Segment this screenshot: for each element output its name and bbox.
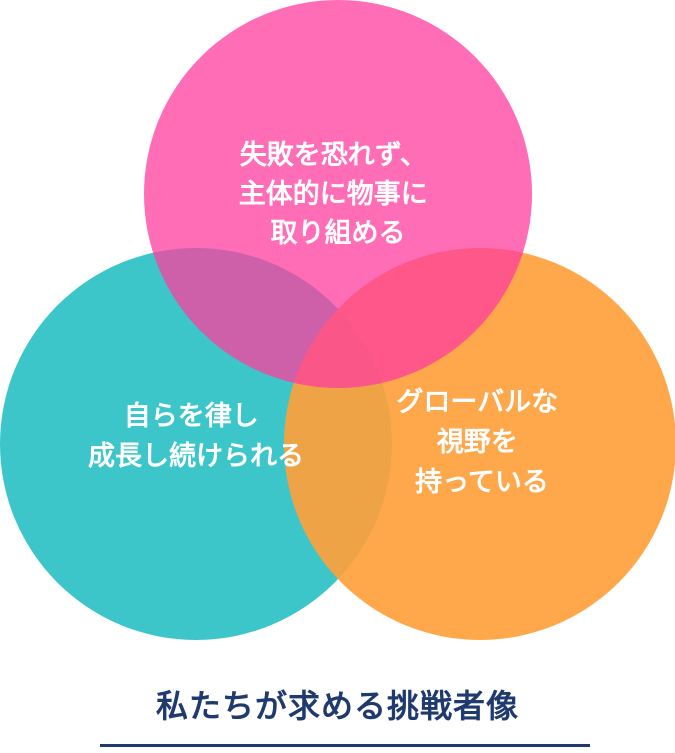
circle-top-line-2: 主体的に物事に — [239, 178, 428, 210]
circle-right-line-1: グローバルな — [396, 386, 558, 418]
circle-top-label: 失敗を恐れず、 主体的に物事に 取り組める — [239, 140, 437, 249]
circle-left-line-1: 自らを律し — [124, 400, 259, 432]
circle-top-line-1: 失敗を恐れず、 — [240, 140, 427, 171]
circle-top-line-3: 取り組める — [271, 217, 406, 249]
circle-left-label: 自らを律し 成長し続けられる — [88, 400, 304, 472]
circle-right-label: グローバルな 視野を 持っている — [396, 386, 567, 498]
circle-left-line-2: 成長し続けられる — [88, 441, 304, 472]
circle-right-line-2: 視野を — [437, 427, 518, 458]
caption-underline — [100, 744, 590, 747]
diagram-caption: 私たちが求める挑戦者像 — [155, 687, 519, 725]
circle-right-line-3: 持っている — [415, 467, 549, 498]
circle-top — [144, 0, 532, 388]
